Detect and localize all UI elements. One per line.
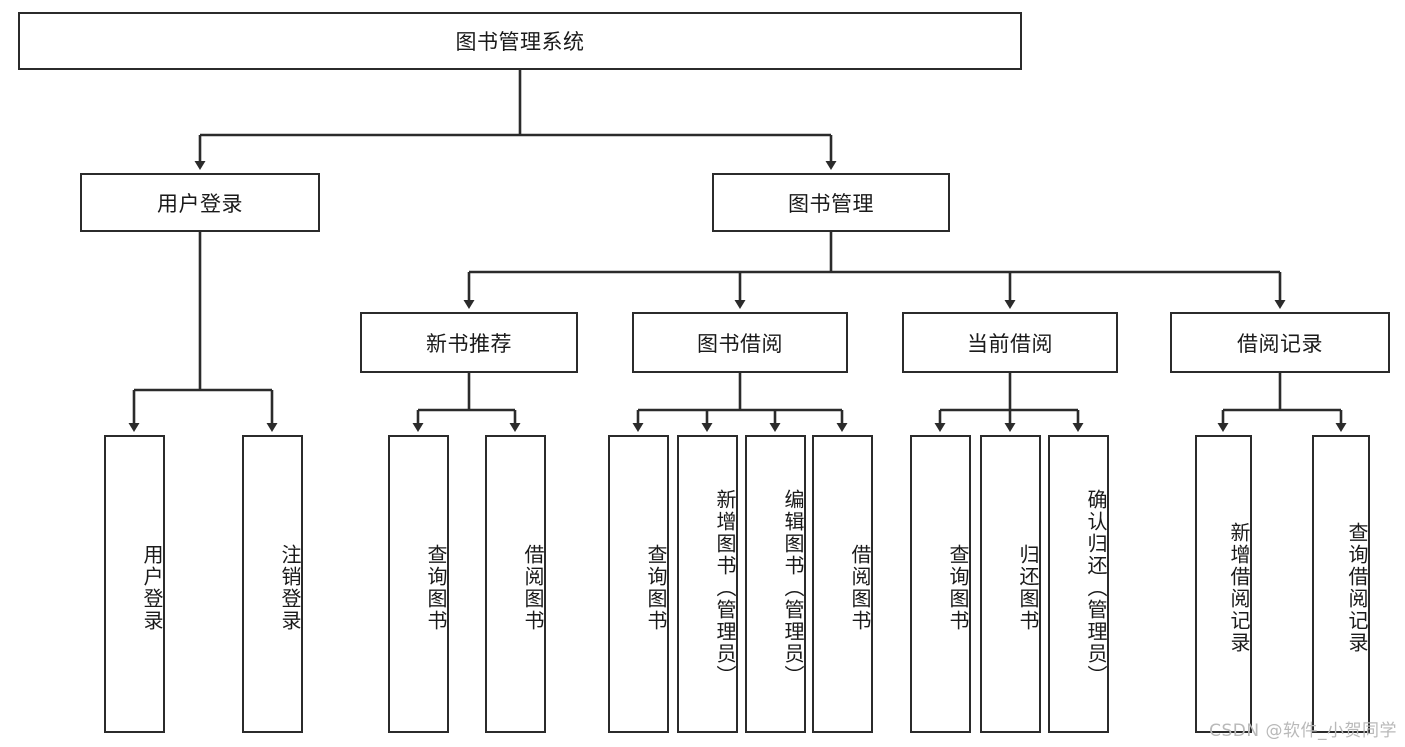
- node-label: 查询图书: [644, 544, 668, 632]
- node-label: 确认归还（管理员）: [1084, 489, 1108, 687]
- node-leaf-confirm-return[interactable]: 确认归还（管理员）: [1048, 435, 1109, 733]
- node-label: 借阅图书: [521, 544, 545, 632]
- node-label: 查询借阅记录: [1345, 522, 1369, 654]
- node-leaf-add-book[interactable]: 新增图书（管理员）: [677, 435, 738, 733]
- node-leaf-query-book-2[interactable]: 查询图书: [608, 435, 669, 733]
- node-label: 新书推荐: [426, 331, 512, 356]
- node-leaf-query-book-3[interactable]: 查询图书: [910, 435, 971, 733]
- node-leaf-borrow-book-1[interactable]: 借阅图书: [485, 435, 546, 733]
- node-label: 查询图书: [946, 544, 970, 632]
- node-leaf-return-book[interactable]: 归还图书: [980, 435, 1041, 733]
- watermark-text: CSDN @软件_小贺同学: [1209, 721, 1397, 741]
- node-label: 查询图书: [424, 544, 448, 632]
- node-label: 新增借阅记录: [1227, 522, 1251, 654]
- node-leaf-edit-book[interactable]: 编辑图书（管理员）: [745, 435, 806, 733]
- node-label: 借阅记录: [1237, 331, 1323, 356]
- node-leaf-query-book-1[interactable]: 查询图书: [388, 435, 449, 733]
- node-new-book-recommend[interactable]: 新书推荐: [360, 312, 578, 373]
- node-leaf-logout-login[interactable]: 注销登录: [242, 435, 303, 733]
- node-label: 注销登录: [278, 544, 302, 632]
- node-label: 当前借阅: [967, 331, 1053, 356]
- node-label: 图书借阅: [697, 331, 783, 356]
- node-leaf-borrow-book-2[interactable]: 借阅图书: [812, 435, 873, 733]
- node-root-title[interactable]: 图书管理系统: [18, 12, 1022, 70]
- node-leaf-query-borrow-record[interactable]: 查询借阅记录: [1312, 435, 1370, 733]
- node-label: 新增图书（管理员）: [713, 489, 737, 687]
- node-book-borrow[interactable]: 图书借阅: [632, 312, 848, 373]
- node-label: 图书管理系统: [455, 30, 585, 54]
- node-label: 归还图书: [1016, 544, 1040, 632]
- node-leaf-add-borrow-record[interactable]: 新增借阅记录: [1195, 435, 1252, 733]
- node-label: 用户登录: [157, 191, 243, 216]
- node-label: 图书管理: [788, 191, 874, 216]
- node-borrow-record[interactable]: 借阅记录: [1170, 312, 1390, 373]
- node-book-management[interactable]: 图书管理: [712, 173, 950, 232]
- node-label: 编辑图书（管理员）: [781, 489, 805, 687]
- node-label: 借阅图书: [848, 544, 872, 632]
- node-current-borrow[interactable]: 当前借阅: [902, 312, 1118, 373]
- node-leaf-user-login[interactable]: 用户登录: [104, 435, 165, 733]
- node-user-login[interactable]: 用户登录: [80, 173, 320, 232]
- node-label: 用户登录: [140, 544, 164, 632]
